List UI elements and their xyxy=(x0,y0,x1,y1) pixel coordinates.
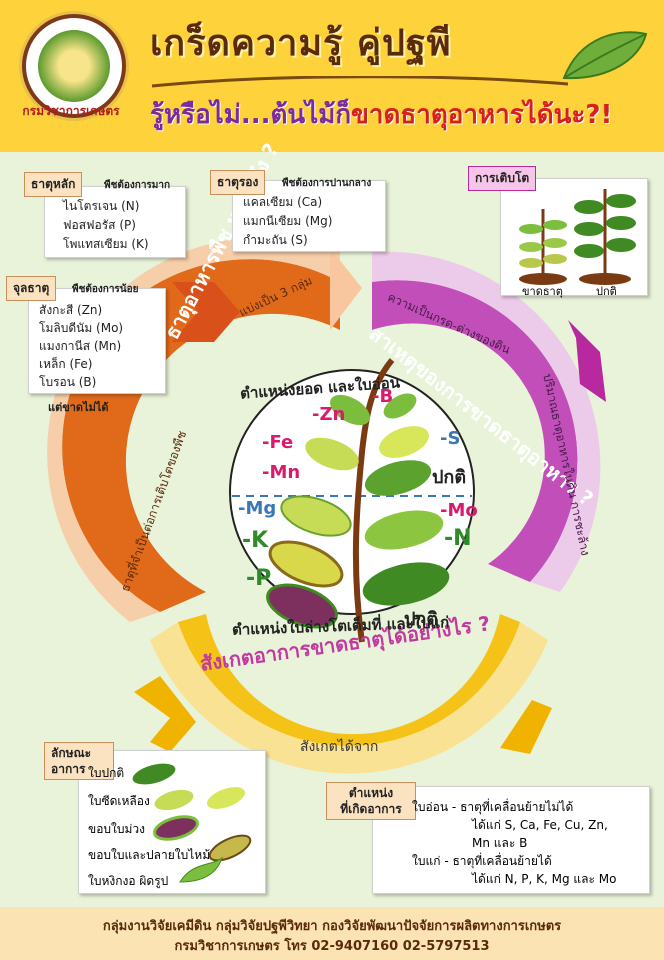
label-mg: -Mg xyxy=(238,498,277,519)
leaf-top-left xyxy=(330,394,370,426)
leaf-icon xyxy=(562,31,648,80)
footer: กลุ่มงานวิจัยเคมีดิน กลุ่มวิจัยปฐพีวิทยา… xyxy=(0,907,664,960)
subtitle-part-a: รู้หรือไม่...ต้นไม้ก็ xyxy=(150,100,352,130)
major-nutrients-card: ไนโตรเจน (N) ฟอสฟอรัส (P) โพแทสเซียม (K) xyxy=(44,186,186,258)
bottom-arc-outer xyxy=(150,622,548,774)
micro-item-mn: แมงกานีส (Mn) xyxy=(39,339,122,353)
logo-caption: กรมวิชาการเกษตร xyxy=(22,104,120,118)
major-item-p: ฟอสฟอรัส (P) xyxy=(63,218,136,232)
bottom-right-chevron xyxy=(500,700,552,754)
position-tag-b: ที่เกิดอาการ xyxy=(340,802,402,816)
major-note: พืชต้องการมาก xyxy=(104,180,171,191)
leaf-burnt-edge xyxy=(268,540,344,588)
symptom-normal: ใบปกติ xyxy=(88,766,125,780)
symptom-burnt-edge: ขอบใบและปลายใบไหม้ xyxy=(88,848,211,862)
leaf-normal-top xyxy=(364,460,432,496)
symptoms-tag-a: ลักษณะ xyxy=(51,746,92,760)
major-tag: ธาตุหลัก xyxy=(24,172,83,197)
label-mo: -Mo xyxy=(440,500,478,521)
footer-line-1: กลุ่มงานวิจัยเคมีดิน กลุ่มวิจัยปฐพีวิทยา… xyxy=(102,919,562,934)
position-young: ใบอ่อน - ธาตุที่เคลื่อนย้ายไม่ได้ xyxy=(412,798,573,817)
micro-item-fe: เหล็ก (Fe) xyxy=(39,357,93,371)
label-fe: -Fe xyxy=(262,432,294,453)
major-item-k: โพแทสเซียม (K) xyxy=(63,237,149,251)
label-s: -S xyxy=(440,428,461,449)
label-n: -N xyxy=(444,526,472,551)
micro-item-b: โบรอน (B) xyxy=(39,375,97,389)
growth-normal-label: ปกติ xyxy=(596,285,617,298)
symptom-leaves-illustration xyxy=(132,763,252,883)
leaf-pale xyxy=(305,437,359,471)
growth-tag: การเติบโต xyxy=(468,166,537,191)
growth-deficient-label: ขาดธาตุ xyxy=(522,285,563,298)
symptoms-tag-b: อาการ xyxy=(51,762,86,776)
normal-label-top: ปกติ xyxy=(432,467,467,488)
leaf-yellowing xyxy=(280,495,352,537)
symptom-deformed: ใบหงิกงอ ผิดรูป xyxy=(88,874,169,888)
secondary-item-s: กำมะถัน (S) xyxy=(243,233,308,247)
secondary-item-ca: แคลเซียม (Ca) xyxy=(243,195,323,209)
page-subtitle: รู้หรือไม่...ต้นไม้ก็ขาดธาตุอาหารได้นะ?! xyxy=(150,94,640,135)
secondary-item-mg: แมกนีเซียม (Mg) xyxy=(243,214,333,228)
secondary-tag: ธาตุรอง xyxy=(210,170,266,195)
logo-emblem xyxy=(38,30,110,102)
secondary-note: พืชต้องการปานกลาง xyxy=(282,178,372,189)
leaf-chlorotic xyxy=(379,426,429,458)
leaf-mid xyxy=(364,510,444,550)
title-underline xyxy=(151,76,569,88)
micro-footnote: แต่ขาดไม่ได้ xyxy=(48,401,109,414)
micro-note: พืชต้องการน้อย xyxy=(72,284,139,295)
bottom-arc-desc: สังเกตได้จาก xyxy=(300,739,379,755)
left-arc-arrowhead xyxy=(330,248,362,330)
position-old: ใบแก่ - ธาตุที่เคลื่อนย้ายได้ xyxy=(412,852,552,871)
position-tag-a: ตำแหน่ง xyxy=(348,786,394,800)
plant-stem xyxy=(352,358,395,643)
position-young-label: ใบอ่อน xyxy=(412,800,449,814)
footer-line-2: กรมวิชาการเกษตร โทร 02-9407160 02-579751… xyxy=(174,939,490,954)
bottom-arc xyxy=(178,614,520,746)
label-p: -P xyxy=(246,566,272,591)
department-logo xyxy=(22,14,126,118)
right-arc-outer xyxy=(372,251,601,592)
label-mn: -Mn xyxy=(262,462,301,483)
bottom-left-chevron xyxy=(134,676,196,752)
position-old-list: ได้แก่ N, P, K, Mg และ Mo xyxy=(472,872,617,886)
growth-plants-illustration xyxy=(519,189,636,285)
label-b: -B xyxy=(372,386,394,407)
right-chevron xyxy=(568,320,606,402)
position-old-desc: - ธาตุที่เคลื่อนย้ายได้ xyxy=(444,854,552,868)
position-young-list-a: ได้แก่ S, Ca, Fe, Cu, Zn, xyxy=(472,818,608,832)
symptom-pale: ใบซีดเหลือง xyxy=(88,794,150,808)
position-young-desc: - ธาตุที่เคลื่อนย้ายไม่ได้ xyxy=(451,800,574,814)
growth-card xyxy=(500,178,648,296)
position-young-list-b: Mn และ B xyxy=(472,836,528,850)
position-old-label: ใบแก่ xyxy=(412,854,441,868)
normal-label-bottom: ปกติ xyxy=(404,609,439,630)
position-card xyxy=(372,786,650,894)
leaf-purple xyxy=(266,583,338,629)
left-chevron xyxy=(172,282,240,342)
right-arc xyxy=(372,280,578,582)
symptoms-tag: ลักษณะ อาการ xyxy=(44,742,114,780)
major-item-n: ไนโตรเจน (N) xyxy=(63,199,140,213)
leaf-normal-bottom xyxy=(362,562,450,606)
leaf-top-right xyxy=(383,393,417,419)
micro-nutrients-card: สังกะสี (Zn) โมลิบดีนัม (Mo) แมงกานีส (M… xyxy=(28,288,166,394)
micro-item-zn: สังกะสี (Zn) xyxy=(39,303,103,317)
micro-tag: จุลธาตุ xyxy=(6,276,57,301)
subtitle-part-b: ขาดธาตุอาหารได้นะ?! xyxy=(351,100,613,130)
micro-item-mo: โมลิบดีนัม (Mo) xyxy=(39,321,124,335)
label-k: -K xyxy=(242,528,269,553)
symptom-purple-edge: ขอบใบม่วง xyxy=(88,822,146,836)
page-title: เกร็ดความรู้ คู่ปฐพี xyxy=(150,23,452,64)
label-zn: -Zn xyxy=(312,404,346,425)
position-tag: ตำแหน่ง ที่เกิดอาการ xyxy=(326,782,416,820)
